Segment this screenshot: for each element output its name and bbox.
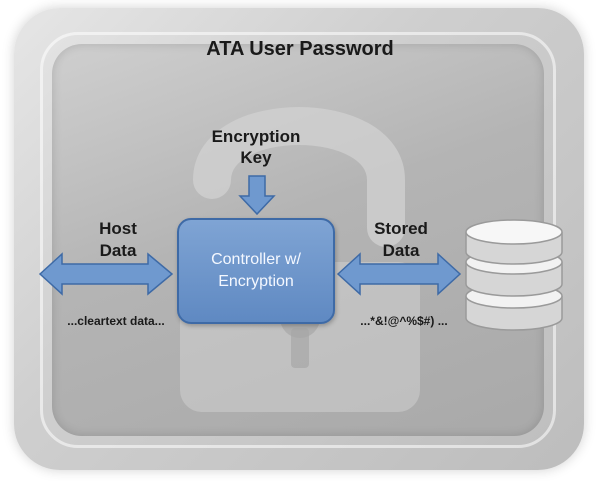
- stored-data-arrow: [336, 252, 462, 296]
- encryption-key-label-line1: Encryption: [211, 127, 301, 146]
- ciphertext-label: ...*&!@^%$#) ...: [360, 314, 448, 328]
- encryption-key-label: Encryption Key: [196, 126, 316, 168]
- controller-label-line2: Encryption: [218, 273, 294, 290]
- controller-box: Controller w/ Encryption: [177, 218, 335, 324]
- controller-label-line1: Controller w/: [211, 251, 301, 268]
- host-data-label-line2: Data: [99, 241, 137, 260]
- database-disks-icon: [465, 219, 563, 331]
- cleartext-label: ...cleartext data...: [67, 314, 165, 328]
- stored-data-label-line2: Data: [382, 241, 420, 260]
- stored-data-label: Stored Data: [356, 218, 446, 262]
- encryption-key-label-line2: Key: [240, 148, 272, 167]
- host-data-label: Host Data: [78, 218, 158, 262]
- encryption-key-arrow: [238, 175, 276, 216]
- diagram-title: ATA User Password: [206, 38, 394, 60]
- host-data-label-line1: Host: [99, 219, 137, 238]
- host-data-arrow: [38, 252, 174, 296]
- stored-data-label-line1: Stored: [374, 219, 428, 238]
